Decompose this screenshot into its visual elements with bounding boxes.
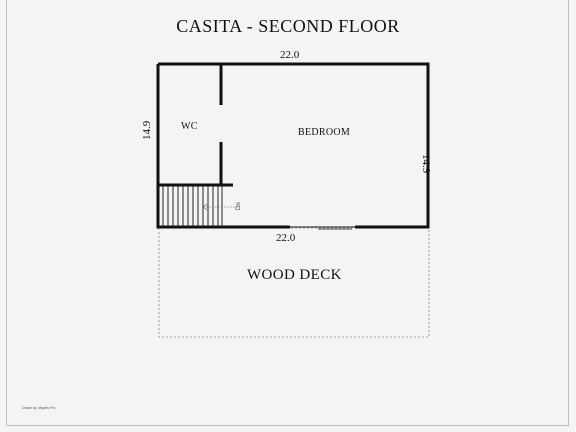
exterior-wall-left: [156, 64, 290, 229]
exterior-wall: [158, 62, 430, 229]
drawing-credit: Drawn by Jayarts Pro: [22, 406, 56, 410]
room-label-bedroom: BEDROOM: [298, 127, 351, 138]
room-label-wc: WC: [181, 121, 198, 132]
dimension-top: 22.0: [280, 49, 300, 61]
dimension-left: 14.9: [141, 120, 153, 140]
plan-title: CASITA - SECOND FLOOR: [176, 16, 400, 36]
wood-deck-outline: [158, 227, 430, 338]
dimension-right: 14.9: [420, 154, 432, 174]
staircase: [162, 186, 223, 227]
page-frame: [6, 0, 569, 426]
room-label-wood-deck: WOOD DECK: [247, 267, 342, 283]
stair-label: Dn: [236, 202, 242, 210]
dimension-bottom: 22.0: [276, 232, 296, 244]
stair-arrowhead: [202, 203, 208, 211]
